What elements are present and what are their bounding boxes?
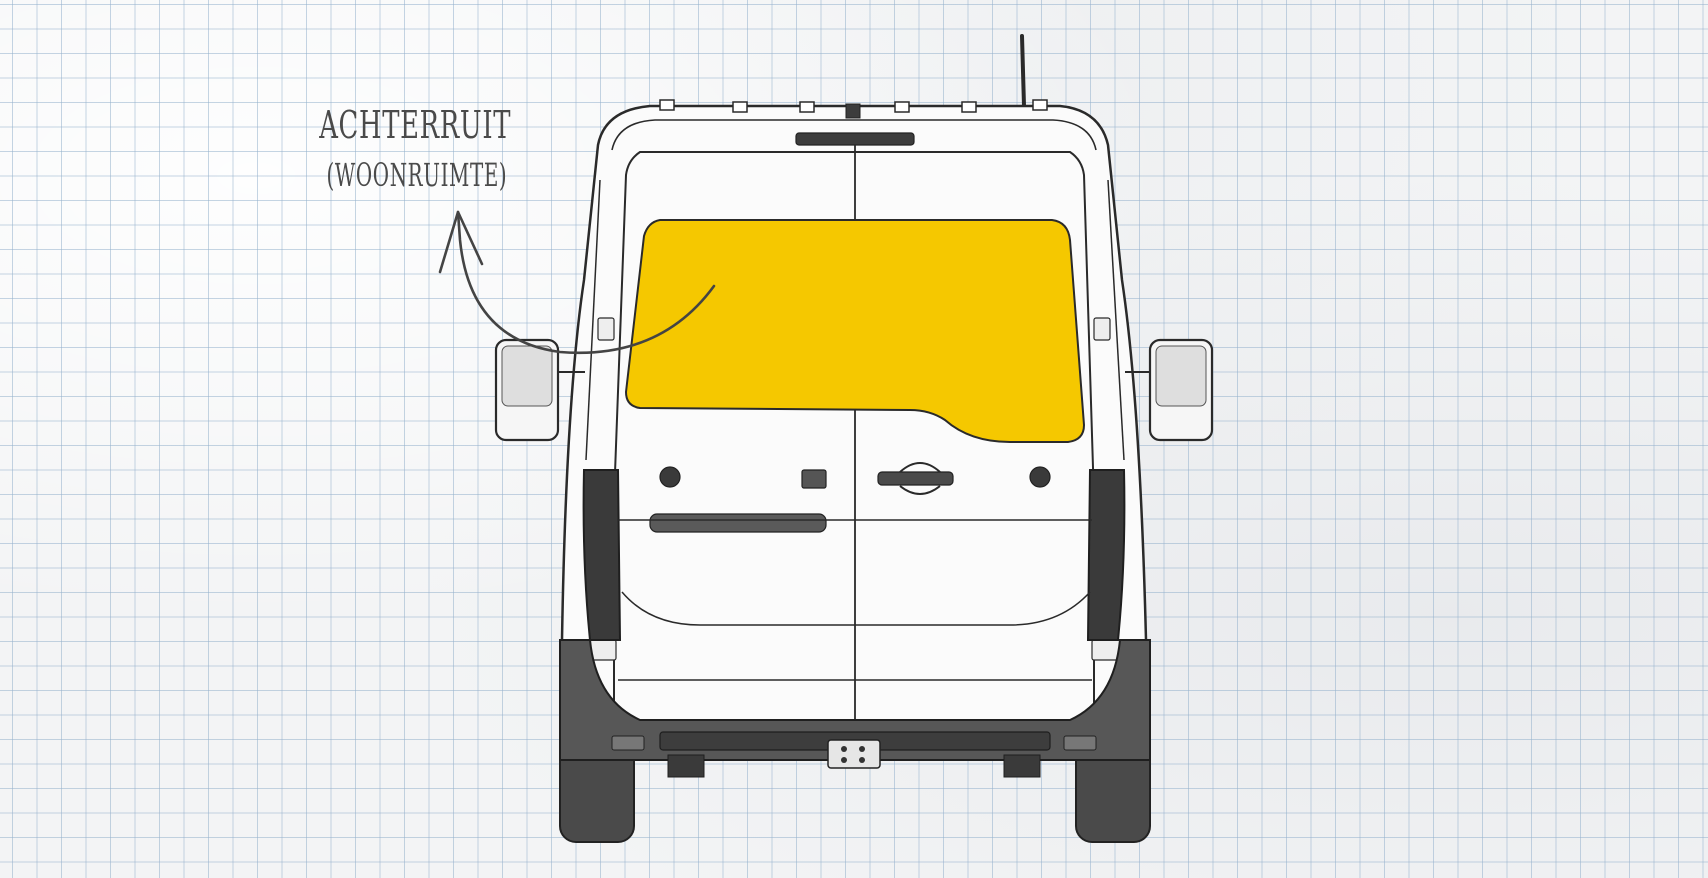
rear-bumper	[559, 639, 1151, 761]
right-mirror	[1125, 338, 1214, 442]
door-handle	[877, 462, 954, 495]
tow-hitch-plate	[827, 739, 881, 769]
license-plate-light	[649, 513, 827, 533]
right-door-lamp	[1029, 466, 1051, 488]
left-taillight	[582, 469, 622, 641]
curved-arrow-icon	[456, 210, 716, 355]
antenna-icon	[1020, 34, 1026, 108]
third-brake-light	[795, 132, 915, 146]
annotation-title: Achterruit	[319, 103, 512, 147]
right-taillight	[1086, 469, 1126, 641]
left-door-lamp	[659, 466, 681, 488]
rear-window-highlight	[624, 219, 1086, 443]
annotation-subtitle: (Woonruimte)	[326, 156, 508, 194]
roof-rail-clips	[659, 99, 1048, 113]
left-mirror	[494, 338, 585, 442]
lock-cylinder	[801, 469, 827, 489]
